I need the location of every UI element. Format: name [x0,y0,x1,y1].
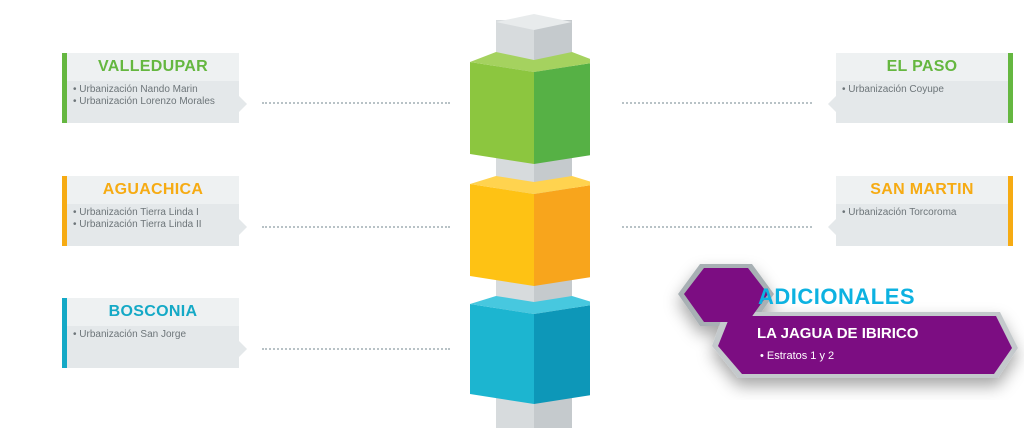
green-cube [470,52,590,164]
el-paso-connector [622,102,812,104]
list-item: • Urbanización Tierra Linda I [73,207,199,218]
san-martin-title: SAN MARTIN [836,176,1008,204]
orange-cube [470,176,590,286]
valledupar-title: VALLEDUPAR [67,53,239,81]
valledupar-items: • Urbanización Nando Marin • Urbanizació… [67,81,239,108]
aguachica-items: • Urbanización Tierra Linda I • Urbaniza… [67,204,239,231]
pillar-top [496,14,572,30]
el-paso-pointer [828,96,836,112]
san-martin-pointer [828,219,836,235]
aguachica-title: AGUACHICA [67,176,239,204]
aguachica-pointer [239,219,247,235]
bosconia-items: • Urbanización San Jorge [67,326,239,341]
list-item: • Urbanización Torcoroma [842,207,957,218]
valledupar-connector [262,102,450,104]
bosconia-connector [262,348,450,350]
cube-tower [470,14,590,428]
valledupar-pointer [239,96,247,112]
valledupar-card: VALLEDUPAR • Urbanización Nando Marin • … [62,53,239,123]
aguachica-connector [262,226,450,228]
jagua-title: LA JAGUA DE IBIRICO [757,325,919,342]
adicionales-badge [678,264,1018,378]
list-item: • Urbanización Tierra Linda II [73,219,202,230]
san-martin-connector [622,226,812,228]
list-item: • Urbanización Nando Marin [73,84,198,95]
bosconia-title: BOSCONIA [67,298,239,326]
el-paso-items: • Urbanización Coyupe [836,81,1008,96]
san-martin-card: SAN MARTIN • Urbanización Torcoroma [836,176,1013,246]
bosconia-pointer [239,341,247,357]
teal-cube [470,296,590,404]
list-item: • Urbanización Lorenzo Morales [73,96,215,107]
bosconia-card: BOSCONIA • Urbanización San Jorge [62,298,239,368]
purple-hexagon [684,268,768,322]
san-martin-items: • Urbanización Torcoroma [836,204,1008,219]
aguachica-card: AGUACHICA • Urbanización Tierra Linda I … [62,176,239,246]
jagua-item: • Estratos 1 y 2 [760,350,835,362]
list-item: • Urbanización San Jorge [73,329,187,340]
el-paso-card: EL PASO • Urbanización Coyupe [836,53,1013,123]
el-paso-title: EL PASO [836,53,1008,81]
adicionales-title: ADICIONALES [758,284,916,309]
purple-banner-fill [718,316,1012,374]
list-item: • Urbanización Coyupe [842,84,944,95]
